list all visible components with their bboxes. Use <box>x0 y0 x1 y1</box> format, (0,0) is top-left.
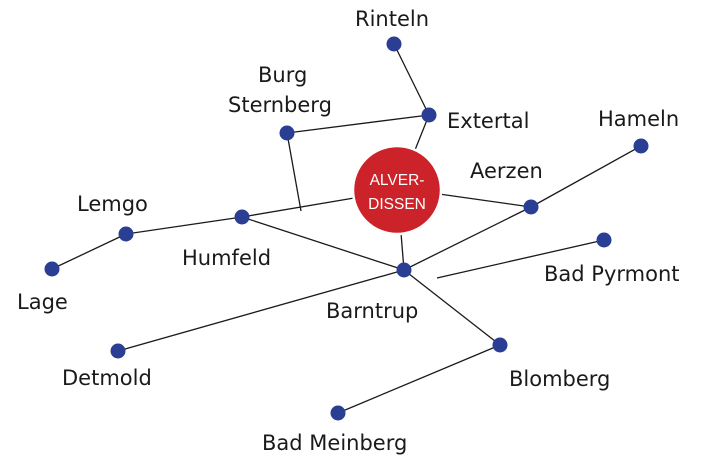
node-rinteln <box>386 36 402 52</box>
edge-barntrup-blomberg <box>403 269 501 346</box>
center-circle <box>351 144 443 236</box>
center-hub: ALVER- DISSEN <box>351 144 443 236</box>
label-humfeld: Humfeld <box>182 246 271 270</box>
node-burg-sternberg <box>279 125 295 141</box>
label-bad-pyrmont: Bad Pyrmont <box>544 262 680 286</box>
edge-badpyrmont-junction <box>436 239 605 279</box>
edge-humfeld-barntrup <box>241 216 405 271</box>
node-humfeld <box>234 209 250 225</box>
label-sternberg: Sternberg <box>228 93 332 117</box>
node-detmold <box>110 343 126 359</box>
node-aerzen <box>523 199 539 215</box>
edge-aerzen-barntrup <box>403 206 532 271</box>
label-detmold: Detmold <box>62 366 152 390</box>
edge-lage-lemgo <box>51 233 127 270</box>
edge-aerzen-hameln <box>530 145 642 208</box>
edge-barntrup-detmold <box>117 269 405 352</box>
edge-lemgo-humfeld <box>125 216 243 235</box>
label-bad-meinberg: Bad Meinberg <box>262 431 407 455</box>
edge-rinteln-extertal <box>393 43 430 116</box>
node-barntrup <box>396 262 412 278</box>
center-label-line1: ALVER- <box>370 172 425 189</box>
label-burg: Burg <box>258 63 307 87</box>
node-lemgo <box>118 226 134 242</box>
node-extertal <box>421 107 437 123</box>
node-hameln <box>633 138 649 154</box>
label-hameln: Hameln <box>598 107 679 131</box>
label-lage: Lage <box>17 290 68 314</box>
edge-blomberg-badmeinberg <box>337 344 501 414</box>
center-label-line2: DISSEN <box>368 196 426 213</box>
edge-humfeld-center <box>241 196 361 218</box>
node-bad-pyrmont <box>596 232 612 248</box>
labels: Rinteln Extertal Burg Sternberg Hameln A… <box>17 7 680 455</box>
label-lemgo: Lemgo <box>77 192 148 216</box>
label-extertal: Extertal <box>447 109 529 133</box>
node-lage <box>44 261 60 277</box>
nodes <box>44 36 649 421</box>
edges <box>51 43 642 414</box>
label-aerzen: Aerzen <box>470 159 543 183</box>
node-blomberg <box>492 337 508 353</box>
edge-center-aerzen <box>438 193 532 208</box>
edge-burgsternberg-junction <box>286 132 302 212</box>
label-blomberg: Blomberg <box>509 367 610 391</box>
label-rinteln: Rinteln <box>355 7 429 31</box>
edge-burgsternberg-extertal <box>286 114 430 134</box>
node-bad-meinberg <box>330 405 346 421</box>
label-barntrup: Barntrup <box>326 299 418 323</box>
